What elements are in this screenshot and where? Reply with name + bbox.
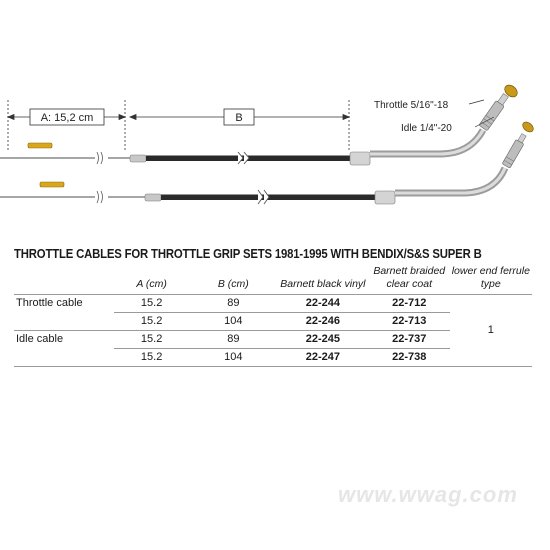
- dim-b-box: [223, 108, 255, 126]
- brass-nut-upper: [504, 84, 518, 98]
- cell-b: 104: [189, 312, 277, 331]
- table-row: Throttle cable 15.2 89 22-244 22-712 1: [14, 294, 532, 367]
- cable-diagram: A: 15,2 cm B: [0, 84, 534, 205]
- callout-idle: Idle 1/4"-20: [401, 123, 452, 134]
- table-row: 15.2 104 22-246 22-713: [14, 312, 532, 331]
- cell-braided-clear: 22-712: [368, 294, 450, 313]
- cell-cable: Idle cable: [14, 330, 114, 349]
- brass-nut-lower: [522, 121, 534, 133]
- callout-throttle: Throttle 5/16"-18: [374, 100, 449, 111]
- brass-ferrule-lower: [39, 181, 65, 188]
- cell-cable: Throttle cable: [14, 294, 114, 313]
- cell-braided-clear: 22-738: [368, 348, 450, 367]
- dim-a-box: [29, 108, 105, 126]
- header-cable: [14, 264, 114, 295]
- cell-braided-clear: 22-737: [368, 330, 450, 349]
- dim-b-label: B: [235, 112, 242, 124]
- cell-black-vinyl: 22-244: [276, 294, 369, 313]
- cell-b: 104: [189, 348, 277, 367]
- cell-black-vinyl: 22-245: [276, 330, 369, 349]
- cell-cable: [14, 348, 114, 367]
- header-black-vinyl: Barnett black vinyl: [280, 278, 366, 290]
- watermark: www.wwag.com: [338, 482, 518, 507]
- dimension-lines: [6, 100, 351, 152]
- cell-a: 15.2: [113, 294, 190, 313]
- header-braided-clear: Barnett braided clear coat: [373, 265, 446, 290]
- cell-b: 89: [189, 330, 277, 349]
- throttle-cable: [0, 93, 509, 166]
- cell-black-vinyl: 22-247: [276, 348, 369, 367]
- header-ferrule-type: lower end ferrule type: [451, 265, 530, 290]
- table-title: THROTTLE CABLES FOR THROTTLE GRIP SETS 1…: [14, 246, 482, 261]
- callout-throttle-line: [468, 99, 485, 105]
- idle-cable: [0, 133, 527, 205]
- cell-braided-clear: 22-713: [368, 312, 450, 331]
- cell-a: 15.2: [113, 348, 190, 367]
- dim-a-label: A: 15,2 cm: [41, 112, 94, 124]
- cell-cable: [14, 313, 114, 331]
- header-a: A (cm): [136, 278, 167, 290]
- cell-black-vinyl: 22-246: [276, 312, 369, 331]
- cell-ferrule-type: 1: [449, 294, 532, 367]
- table-row: 15.2 104 22-247 22-738: [14, 348, 532, 367]
- callout-idle-line: [474, 116, 495, 128]
- brass-ferrule-upper: [27, 142, 53, 149]
- table-row: Idle cable 15.2 89 22-245 22-737: [14, 330, 532, 349]
- cell-a: 15.2: [113, 330, 190, 349]
- cell-a: 15.2: [113, 312, 190, 331]
- header-b: B (cm): [217, 278, 249, 290]
- table-header-row: A (cm) B (cm) Barnett black vinyl Barnet…: [14, 264, 532, 295]
- cell-b: 89: [189, 294, 277, 313]
- cables-table: A (cm) B (cm) Barnett black vinyl Barnet…: [14, 264, 532, 367]
